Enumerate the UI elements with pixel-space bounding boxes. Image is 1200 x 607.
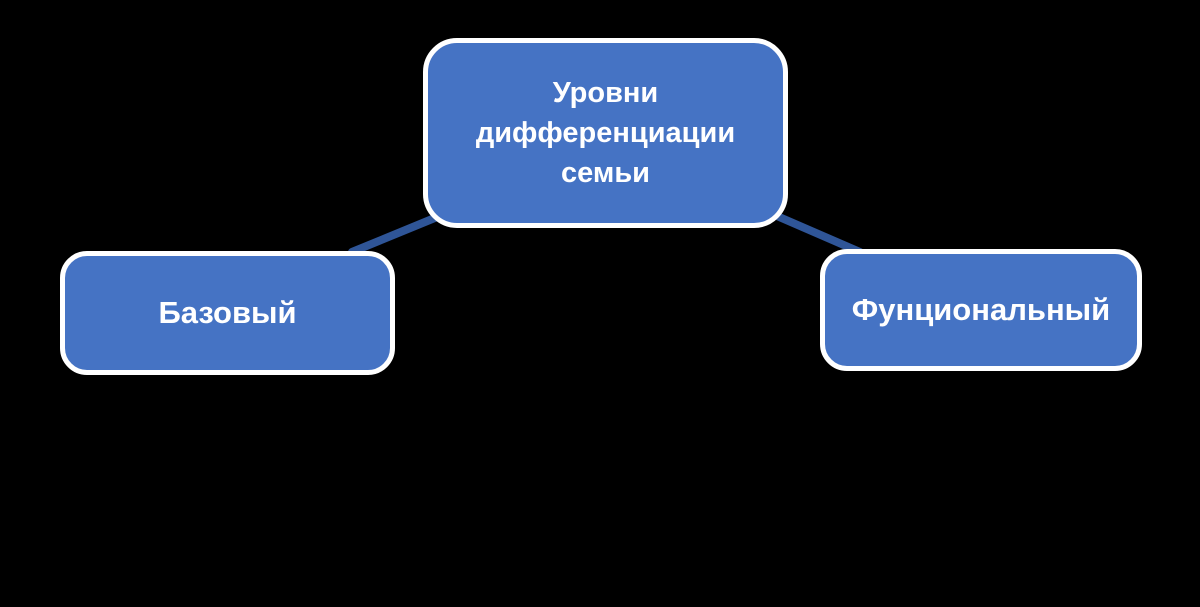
- node-root-label: Уровни дифференциации семьи: [475, 76, 736, 189]
- node-right-label: Фунциональный: [851, 292, 1111, 328]
- node-left-label: Базовый: [158, 295, 297, 331]
- connector-root-to-left: [348, 211, 446, 256]
- node-left: Базовый: [60, 251, 395, 375]
- node-right: Фунциональный: [820, 249, 1142, 371]
- connector-root-to-right: [766, 209, 864, 256]
- node-root: Уровни дифференциации семьи: [423, 38, 788, 228]
